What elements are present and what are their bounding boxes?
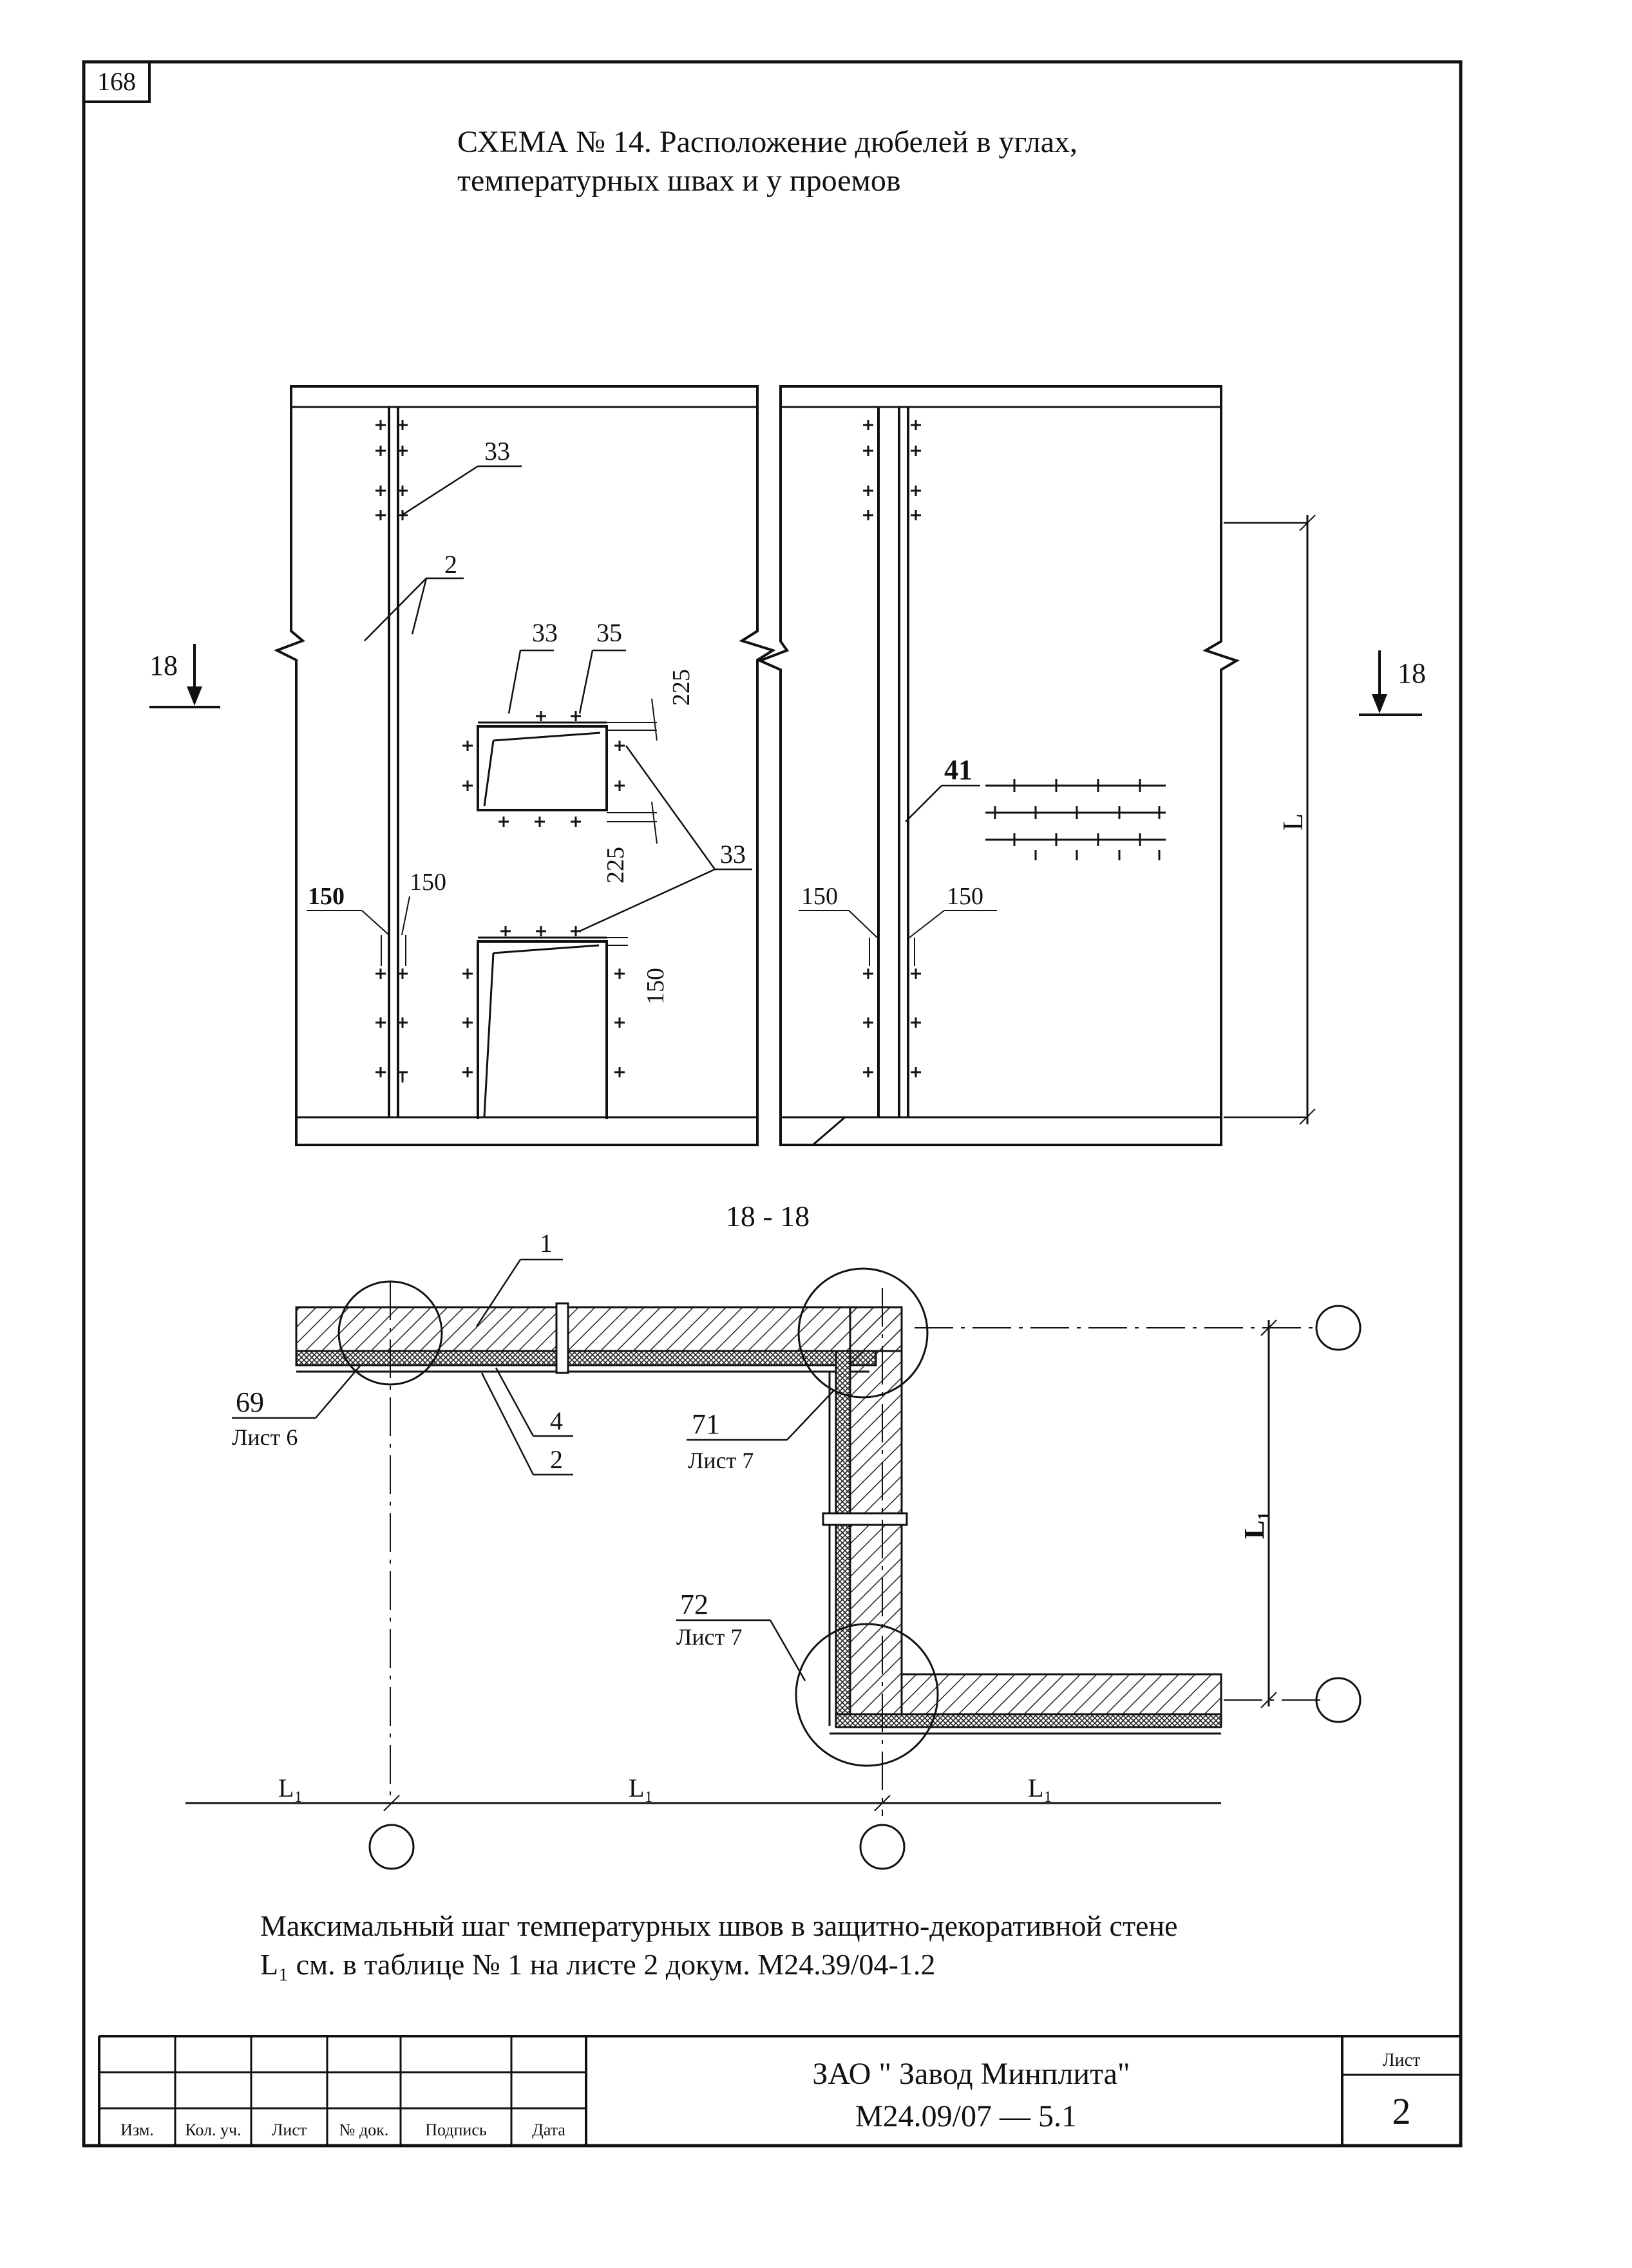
dim-L1-c: L₁ <box>1028 1773 1052 1802</box>
dim-150-left-b: 150 <box>410 869 446 896</box>
page-number-box <box>82 61 151 103</box>
dim-150-side: 150 <box>642 968 669 1005</box>
section-mark-left: 18 <box>149 644 220 708</box>
col-date: Дата <box>532 2121 565 2139</box>
section-18-18: 18 - 18 L₁ <box>185 1200 1362 1870</box>
note-line2: L₁ см. в таблице № 1 на листе 2 докум. М… <box>260 1948 935 1981</box>
label-2: 2 <box>550 1445 563 1474</box>
right-elevation: 41 150 150 L <box>756 385 1316 1146</box>
document-code: М24.09/07 — 5.1 <box>855 2099 1077 2133</box>
label-41: 41 <box>944 754 973 786</box>
title-block: Изм. Кол. уч. Лист № док. Подпись Дата З… <box>98 2035 1461 2146</box>
dim-225-top: 225 <box>668 669 695 706</box>
company-name: ЗАО " Завод Минплита" <box>812 2057 1130 2091</box>
section-title: 18 - 18 <box>726 1200 810 1233</box>
drawing-title-line1: СХЕМА № 14. Расположение дюбелей в углах… <box>457 125 1077 159</box>
dim-L: L <box>1277 813 1309 831</box>
label-69: 69 <box>236 1386 264 1418</box>
label-1: 1 <box>540 1229 553 1258</box>
brick-pattern <box>985 779 1166 860</box>
label-71-sheet: Лист 7 <box>688 1448 754 1473</box>
dim-225-bottom: 225 <box>602 847 629 884</box>
col-doc: № док. <box>339 2121 389 2139</box>
col-list: Лист <box>272 2121 307 2139</box>
label-33-right: 33 <box>720 840 746 869</box>
col-kol: Кол. уч. <box>185 2121 241 2139</box>
label-4: 4 <box>550 1406 563 1435</box>
left-elevation: 33 2 33 35 225 225 33 150 <box>274 385 776 1146</box>
dim-L1-vertical: L₁ <box>1238 1511 1270 1539</box>
label-33-top: 33 <box>484 437 510 466</box>
section-number-right: 18 <box>1398 657 1426 689</box>
col-izm: Изм. <box>120 2121 154 2139</box>
label-72: 72 <box>680 1589 708 1620</box>
dowel-marks <box>375 420 625 1082</box>
dim-L1-a: L₁ <box>278 1773 303 1802</box>
dowel-marks-right <box>863 420 921 1077</box>
note-line1: Максимальный шаг температурных швов в за… <box>260 1909 1178 1942</box>
dim-150-right-b: 150 <box>947 883 983 910</box>
dim-L1-b: L₁ <box>629 1773 653 1802</box>
label-2-seam: 2 <box>444 550 457 579</box>
label-69-sheet: Лист 6 <box>232 1424 298 1450</box>
section-mark-right: 18 <box>1359 650 1426 716</box>
dim-150-left-a: 150 <box>308 883 345 910</box>
sheet-number: 2 <box>1392 2090 1411 2132</box>
label-33-window: 33 <box>532 618 558 647</box>
page-number: 168 <box>97 67 136 96</box>
sheet-frame <box>82 60 1463 2148</box>
label-71: 71 <box>692 1408 720 1440</box>
col-sign: Подпись <box>425 2121 487 2139</box>
label-35: 35 <box>596 618 622 647</box>
sheet-label: Лист <box>1383 2050 1421 2070</box>
label-72-sheet: Лист 7 <box>676 1624 742 1650</box>
section-number-left: 18 <box>149 650 178 681</box>
dim-150-right-a: 150 <box>801 883 838 910</box>
drawing-title-line2: температурных швах и у проемов <box>457 164 901 198</box>
